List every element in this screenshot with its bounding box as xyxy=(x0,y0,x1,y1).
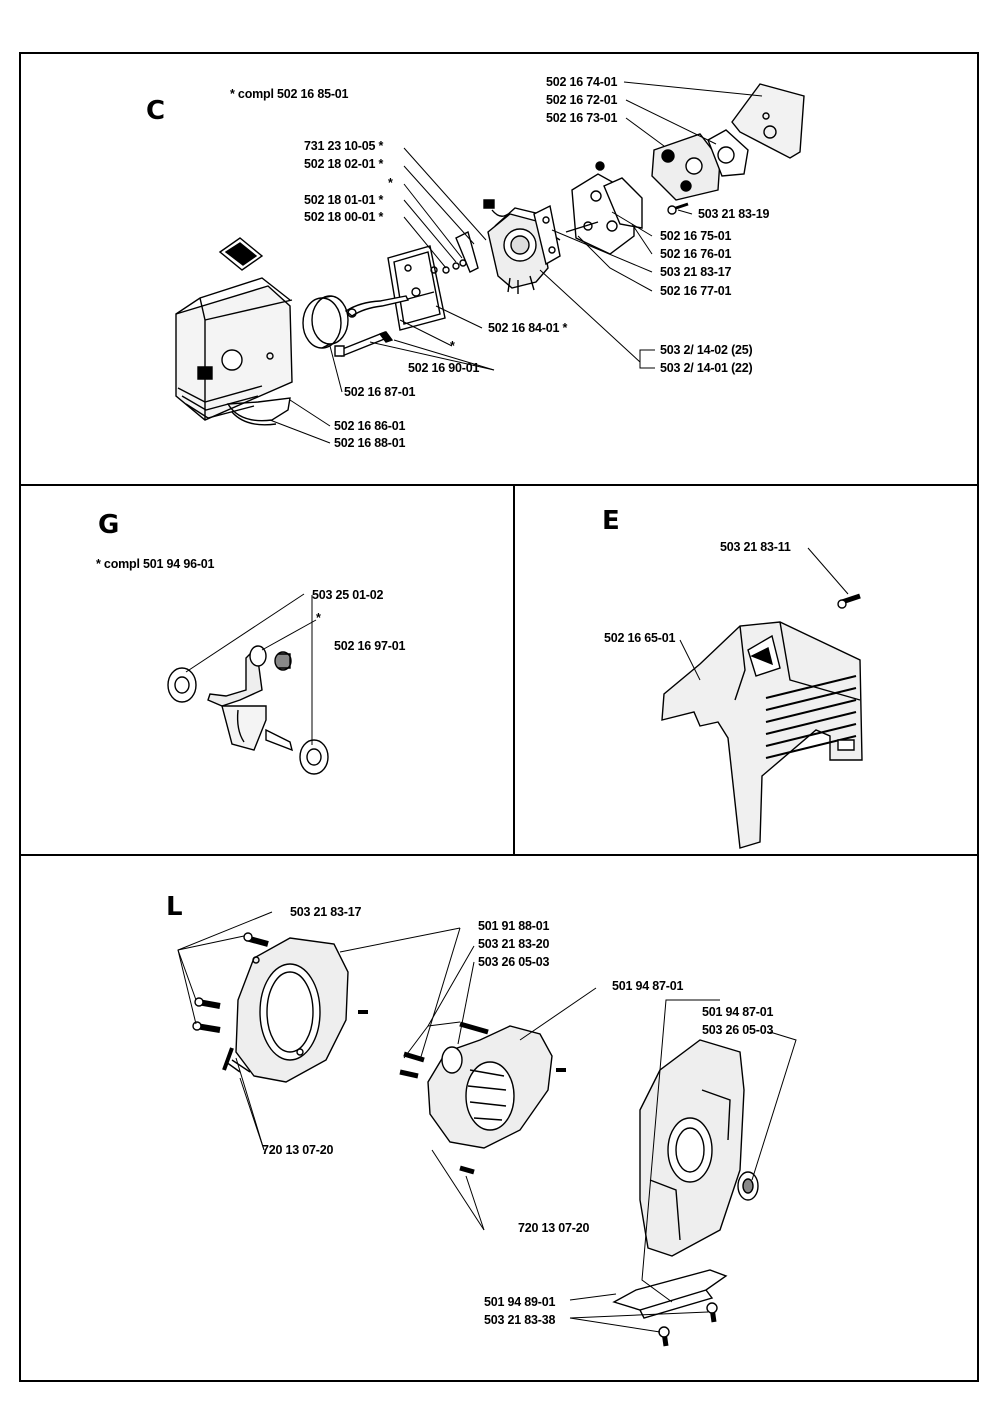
part-label: 503 26 05-03 xyxy=(478,955,550,969)
crankcase-middle-drawing xyxy=(400,1024,566,1172)
section-letter-g: G xyxy=(98,510,120,540)
bracket-drawing xyxy=(614,1270,726,1346)
leader-lines-c xyxy=(270,82,762,443)
section-letter-c: C xyxy=(146,96,166,126)
decal-drawing xyxy=(220,238,262,270)
section-e-frame xyxy=(513,484,979,856)
part-label: 720 13 07-20 xyxy=(518,1221,590,1235)
carburetor-drawing xyxy=(484,200,560,294)
part-label: 502 16 74-01 xyxy=(546,75,618,89)
cover-screw-drawing xyxy=(838,596,860,608)
part-label: 503 25 01-02 xyxy=(312,588,384,602)
part-label: * xyxy=(388,176,393,190)
section-c-note: * compl 502 16 85-01 xyxy=(230,87,349,101)
filter-ring-drawing xyxy=(303,296,348,348)
part-label: 503 21 83-20 xyxy=(478,937,550,951)
part-label: 502 18 02-01 * xyxy=(304,157,384,171)
part-label: * xyxy=(316,611,321,625)
part-label: 503 21 83-17 xyxy=(290,905,362,919)
crankcase-left-drawing xyxy=(224,938,368,1082)
part-label: 502 16 77-01 xyxy=(660,284,732,298)
top-plate-drawing xyxy=(732,84,804,158)
leader-lines-l xyxy=(178,912,796,1332)
part-label: * xyxy=(450,339,455,353)
crankcase-right-drawing xyxy=(640,1040,758,1256)
part-label: 501 94 87-01 xyxy=(702,1005,774,1019)
part-label: 502 16 87-01 xyxy=(344,385,416,399)
choke-lever-drawing xyxy=(346,296,408,317)
air-filter-cover-drawing xyxy=(176,278,292,425)
part-label: 503 21 83-38 xyxy=(484,1313,556,1327)
screw-drawing xyxy=(668,204,688,214)
part-label: 502 16 90-01 xyxy=(408,361,480,375)
top-gasket-drawing xyxy=(708,130,748,176)
part-label: 501 94 87-01 xyxy=(612,979,684,993)
section-letter-e: E xyxy=(602,506,620,536)
leader-lines-e xyxy=(680,548,848,680)
choke-linkage-drawing xyxy=(443,232,478,273)
carburetor-gasket-drawing xyxy=(534,206,560,264)
part-label: 502 16 76-01 xyxy=(660,247,732,261)
spacer-drawing xyxy=(604,178,642,228)
part-label: 502 16 88-01 xyxy=(334,436,406,450)
insulator-block-drawing xyxy=(652,134,720,200)
section-letter-l: L xyxy=(166,892,183,922)
part-label: 503 26 05-03 xyxy=(702,1023,774,1037)
part-label: 502 18 01-01 * xyxy=(304,193,384,207)
part-label: 502 16 84-01 * xyxy=(488,321,568,335)
part-label: 502 16 97-01 xyxy=(334,639,406,653)
part-label: 503 2/ 14-02 (25) xyxy=(660,343,753,357)
part-label: 503 2/ 14-01 (22) xyxy=(660,361,753,375)
crankcase-screws-drawing xyxy=(193,933,268,1030)
part-label: 503 21 83-11 xyxy=(720,540,791,554)
bolt-drawing xyxy=(335,332,392,356)
part-label: 502 16 65-01 xyxy=(604,631,676,645)
part-label: 501 91 88-01 xyxy=(478,919,550,933)
part-label: 502 18 00-01 * xyxy=(304,210,384,224)
adapter-plate-drawing xyxy=(388,246,445,330)
part-label: 501 94 89-01 xyxy=(484,1295,556,1309)
part-label: 731 23 10-05 * xyxy=(304,139,384,153)
part-label: 720 13 07-20 xyxy=(262,1143,334,1157)
part-label: 502 16 75-01 xyxy=(660,229,732,243)
part-label: 502 16 72-01 xyxy=(546,93,618,107)
leader-lines-g xyxy=(186,594,316,745)
part-label: 502 16 73-01 xyxy=(546,111,618,125)
cylinder-cover-drawing xyxy=(662,622,862,848)
part-label: 503 21 83-17 xyxy=(660,265,732,279)
section-g-note: * compl 501 94 96-01 xyxy=(96,557,215,571)
part-label: 502 16 86-01 xyxy=(334,419,406,433)
crankshaft-drawing xyxy=(168,646,328,774)
part-label: 503 21 83-19 xyxy=(698,207,770,221)
